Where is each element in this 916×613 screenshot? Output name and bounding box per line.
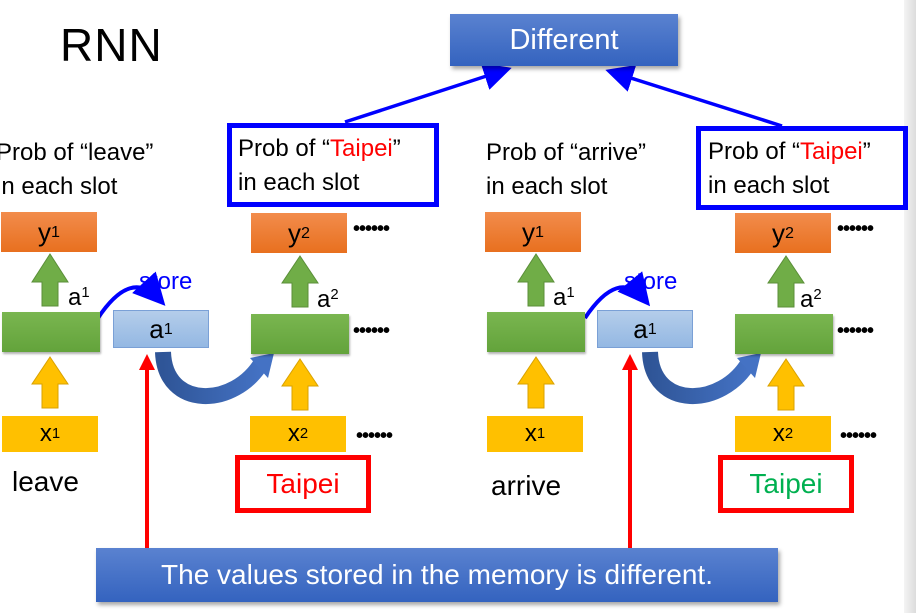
prob-prefix: Prob of “ xyxy=(238,135,331,162)
label-base: y xyxy=(772,217,786,248)
word-taipei-left: Taipei xyxy=(266,468,340,499)
label-base: a xyxy=(800,286,814,313)
up-arrow-h2-y2-right xyxy=(767,255,805,308)
prob-highlight: Taipei xyxy=(800,138,863,165)
memory-feed-arrow-left xyxy=(155,351,274,404)
label-sup: 1 xyxy=(647,319,657,338)
up-arrow-x2-h2-left xyxy=(281,358,319,411)
up-arrow-x1-h1-right xyxy=(517,356,555,409)
hidden-a1-label-right: a1 xyxy=(553,284,575,312)
prob-line-2: in each slot xyxy=(708,172,830,199)
different-box: Different xyxy=(450,14,678,66)
label-sup: 1 xyxy=(51,222,60,241)
prob-highlight: Taipei xyxy=(330,135,393,162)
label-sup: 1 xyxy=(163,319,173,338)
label-base: y xyxy=(288,217,302,248)
label-base: x xyxy=(39,420,52,447)
prob-taipei-box-left: Prob of “Taipei” in each slot xyxy=(227,123,439,207)
word-leave: leave xyxy=(12,466,79,497)
ellipsis-h-right: •••••• xyxy=(837,320,874,342)
label-base: a xyxy=(317,286,331,313)
slide-title: RNN xyxy=(60,19,163,71)
prob-line-2: in each slot xyxy=(0,173,118,200)
label-sup: 2 xyxy=(330,286,339,303)
hidden-layer-t1-right xyxy=(487,312,585,352)
up-arrow-x1-h1-left xyxy=(31,356,69,409)
hidden-layer-t1-left xyxy=(2,312,100,352)
memory-difference-banner: The values stored in the memory is diffe… xyxy=(96,548,778,602)
store-arrow-left xyxy=(96,271,166,320)
prob-prefix: Prob of “ xyxy=(708,138,801,165)
ellipsis-y-right: •••••• xyxy=(837,218,874,240)
store-arrow-right xyxy=(583,271,651,320)
label-sup: 1 xyxy=(81,284,90,301)
label-base: x xyxy=(772,420,785,447)
label-sup: 2 xyxy=(784,426,794,442)
prob-taipei-box-right: Prob of “Taipei” in each slot xyxy=(696,126,908,210)
hidden-a1-label-left: a1 xyxy=(68,284,90,312)
prob-line-1: Prob of “arrive” xyxy=(486,139,647,166)
prob-line-2: in each slot xyxy=(238,169,360,196)
label-sup: 1 xyxy=(536,426,546,442)
ellipsis-x-left: •••••• xyxy=(356,425,393,447)
prob-leave-label: Prob of “leave” in each slot xyxy=(0,136,153,204)
label-sup: 2 xyxy=(299,426,309,442)
label-base: x xyxy=(287,420,300,447)
ellipsis-y-left: •••••• xyxy=(353,218,390,240)
label-sup: 2 xyxy=(813,286,822,303)
hidden-layer-t2-left xyxy=(251,314,349,354)
prob-arrive-label: Prob of “arrive” in each slot xyxy=(486,136,646,204)
word-taipei-box-right: Taipei xyxy=(718,455,854,513)
prob-suffix: ” xyxy=(392,135,401,162)
label-base: a xyxy=(68,284,82,311)
label-base: x xyxy=(524,420,537,447)
hidden-a2-label-left: a2 xyxy=(317,286,339,314)
label-base: a xyxy=(149,313,164,344)
prob-line-2: in each slot xyxy=(486,173,608,200)
store-label-left: store xyxy=(139,268,193,295)
word-taipei-right: Taipei xyxy=(749,468,823,499)
label-base: a xyxy=(553,284,567,311)
label-sup: 1 xyxy=(566,284,575,301)
label-sup: 2 xyxy=(301,223,310,242)
up-arrow-x2-h2-right xyxy=(767,358,805,411)
hidden-layer-t2-right xyxy=(735,314,833,354)
prob-line-1: Prob of “Taipei” xyxy=(238,132,434,166)
compare-arrow-right xyxy=(605,65,783,128)
up-arrow-h2-y2-left xyxy=(281,255,319,308)
ellipsis-h-left: •••••• xyxy=(353,320,390,342)
hidden-a2-label-right: a2 xyxy=(800,286,822,314)
label-base: y xyxy=(38,216,52,247)
up-arrow-h1-y1-left xyxy=(31,253,69,307)
ellipsis-x-right: •••••• xyxy=(840,425,877,447)
prob-line-1: Prob of “leave” xyxy=(0,139,154,166)
label-sup: 1 xyxy=(535,222,544,241)
label-base: a xyxy=(633,313,648,344)
compare-arrow-left xyxy=(344,63,512,124)
word-taipei-box-left: Taipei xyxy=(235,455,371,513)
label-sup: 1 xyxy=(51,426,61,442)
prob-suffix: ” xyxy=(862,138,871,165)
memory-feed-arrow-right xyxy=(642,351,761,404)
store-label-right: store xyxy=(624,268,678,295)
word-arrive: arrive xyxy=(491,470,562,501)
prob-line-1: Prob of “Taipei” xyxy=(708,135,903,169)
up-arrow-h1-y1-right xyxy=(517,253,555,307)
label-sup: 2 xyxy=(785,223,794,242)
label-base: y xyxy=(522,216,536,247)
